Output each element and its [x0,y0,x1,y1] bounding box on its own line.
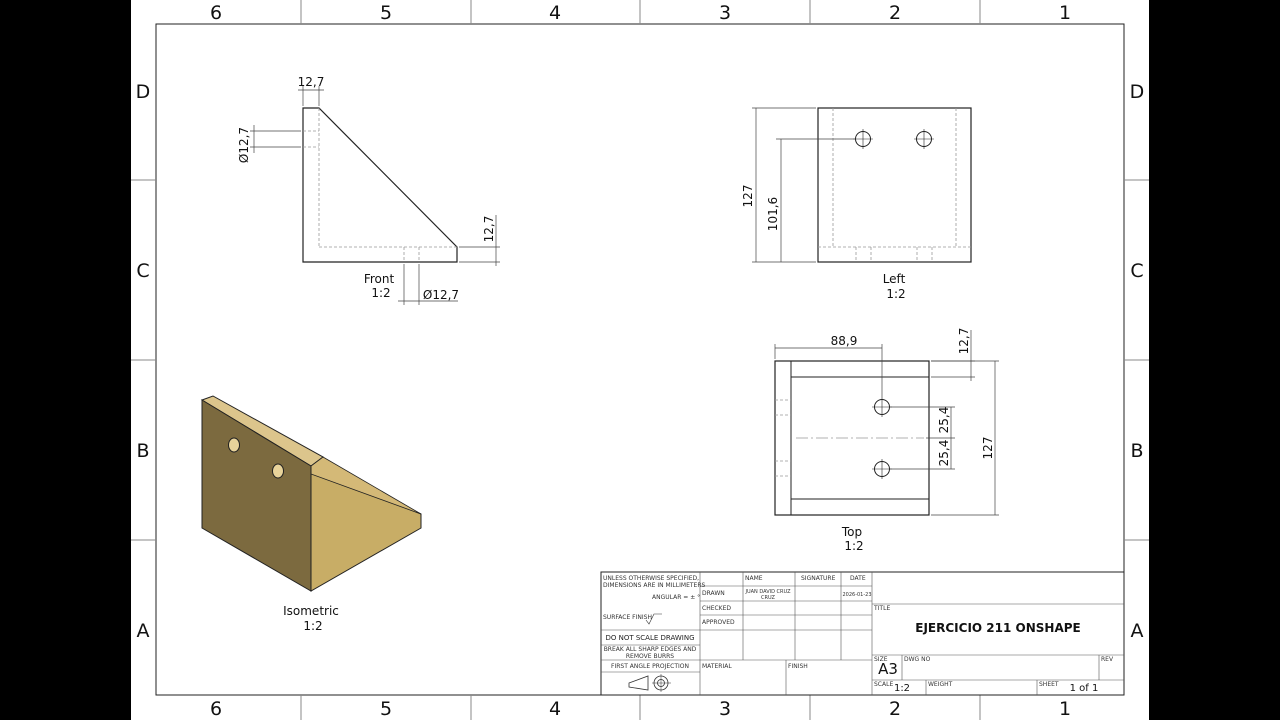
tb-drawn-date: 2026-01-23 [842,592,871,598]
zone-col-top-1: 6 [210,2,222,24]
tb-size: A3 [878,660,898,678]
zone-labels: 6 5 4 3 2 1 6 5 4 3 2 1 D C B A D C B A [136,2,1145,720]
tb-scale-label: SCALE [874,681,893,688]
zone-row-left-b: B [136,440,149,462]
zone-ticks [131,0,1149,720]
top-dim-offset: 88,9 [831,334,858,348]
tb-material: MATERIAL [702,663,732,670]
front-dim-base: 12,7 [482,216,496,243]
top-holes [872,397,892,479]
zone-row-right-d: D [1130,81,1145,103]
zone-row-left-c: C [136,260,149,282]
tb-break-edges-1: BREAK ALL SHARP EDGES AND [604,646,697,653]
tb-projection: FIRST ANGLE PROJECTION [611,663,689,670]
front-view-scale: 1:2 [371,286,390,300]
tb-col-signature: SIGNATURE [801,575,836,582]
left-outline [817,107,972,263]
tb-title: EJERCICIO 211 ONSHAPE [915,621,1080,635]
left-dim-lines [752,107,855,263]
top-dim-thickness: 12,7 [957,328,971,355]
top-hidden-lines [775,399,924,477]
zone-col-bottom-4: 3 [719,698,731,720]
iso-view-scale: 1:2 [303,619,322,633]
top-view: 88,9 12,7 25,4 25,4 127 Top 1:2 [774,328,999,553]
zone-row-left-d: D [136,81,151,103]
tb-tolerance-2: DIMENSIONS ARE IN MILLIMETERS [603,582,705,589]
top-dim-width: 127 [981,437,995,460]
top-view-scale: 1:2 [844,539,863,553]
iso-hole-1 [228,437,240,453]
front-view-label: Front [364,272,395,286]
zone-col-bottom-3: 4 [549,698,561,720]
surface-finish-icon [645,613,662,625]
left-view-scale: 1:2 [886,287,905,301]
tb-col-date: DATE [850,575,866,582]
left-dim-height: 127 [741,185,755,208]
zone-col-bottom-1: 6 [210,698,222,720]
left-hidden-lines [818,108,971,262]
tb-sheet: 1 of 1 [1070,683,1099,694]
top-view-label: Top [841,525,862,539]
projection-symbol-icon [628,674,671,692]
left-dim-hole-height: 101,6 [766,197,780,231]
tb-dwg-no-label: DWG NO [904,656,931,663]
tb-row-drawn: DRAWN [702,590,725,597]
iso-hole-2 [272,463,284,479]
tb-angular: ANGULAR = ± ° [652,594,700,601]
tb-break-edges-2: REMOVE BURRS [626,653,674,660]
zone-col-top-2: 5 [380,2,392,24]
iso-view-label: Isometric [283,604,339,618]
tb-rev-label: REV [1101,656,1114,663]
front-outline [302,107,458,263]
tb-drawn-name-2: CRUZ [761,595,776,601]
left-view: 127 101,6 Left 1:2 [741,107,972,301]
front-dim-lines [250,86,500,305]
tb-drawn-name-1: JUAN DAVID CRUZ [744,589,791,595]
zone-row-left-a: A [137,620,150,642]
tb-row-approved: APPROVED [702,619,735,626]
front-view: 12,7 Ø12,7 12,7 Ø12,7 Front 1:2 [237,75,500,305]
front-hidden-lines [303,108,457,262]
front-dim-bottom-hole: Ø12,7 [423,288,459,302]
zone-col-bottom-2: 5 [380,698,392,720]
tb-weight-label: WEIGHT [928,681,953,688]
top-dim-spacing-upper: 25,4 [937,407,951,434]
tb-title-label: TITLE [873,605,890,612]
zone-col-top-6: 1 [1059,2,1071,24]
zone-row-right-b: B [1130,440,1143,462]
title-block: UNLESS OTHERWISE SPECIFIED, DIMENSIONS A… [600,571,1125,696]
tb-size-label: SIZE [874,656,888,663]
zone-col-top-3: 4 [549,2,561,24]
left-holes [853,129,934,149]
tb-scale: 1:2 [894,683,910,694]
left-view-label: Left [883,272,906,286]
tb-surface-finish: SURFACE FINISH [603,614,652,621]
tb-do-not-scale: DO NOT SCALE DRAWING [605,634,694,642]
top-dim-spacing-lower: 25,4 [937,440,951,467]
zone-row-right-c: C [1130,260,1143,282]
zone-col-bottom-5: 2 [889,698,901,720]
front-dim-thickness: 12,7 [298,75,325,89]
isometric-view: Isometric 1:2 [200,395,422,633]
top-dim-lines [774,330,999,516]
front-dim-hole: Ø12,7 [237,127,251,163]
tb-sheet-label: SHEET [1039,681,1059,688]
zone-col-top-4: 3 [719,2,731,24]
tb-col-name: NAME [745,575,763,582]
zone-col-top-5: 2 [889,2,901,24]
tb-finish: FINISH [788,663,808,670]
tb-row-checked: CHECKED [702,605,731,612]
tb-tolerance-1: UNLESS OTHERWISE SPECIFIED, [603,575,699,582]
zone-col-bottom-6: 1 [1059,698,1071,720]
zone-row-right-a: A [1131,620,1144,642]
